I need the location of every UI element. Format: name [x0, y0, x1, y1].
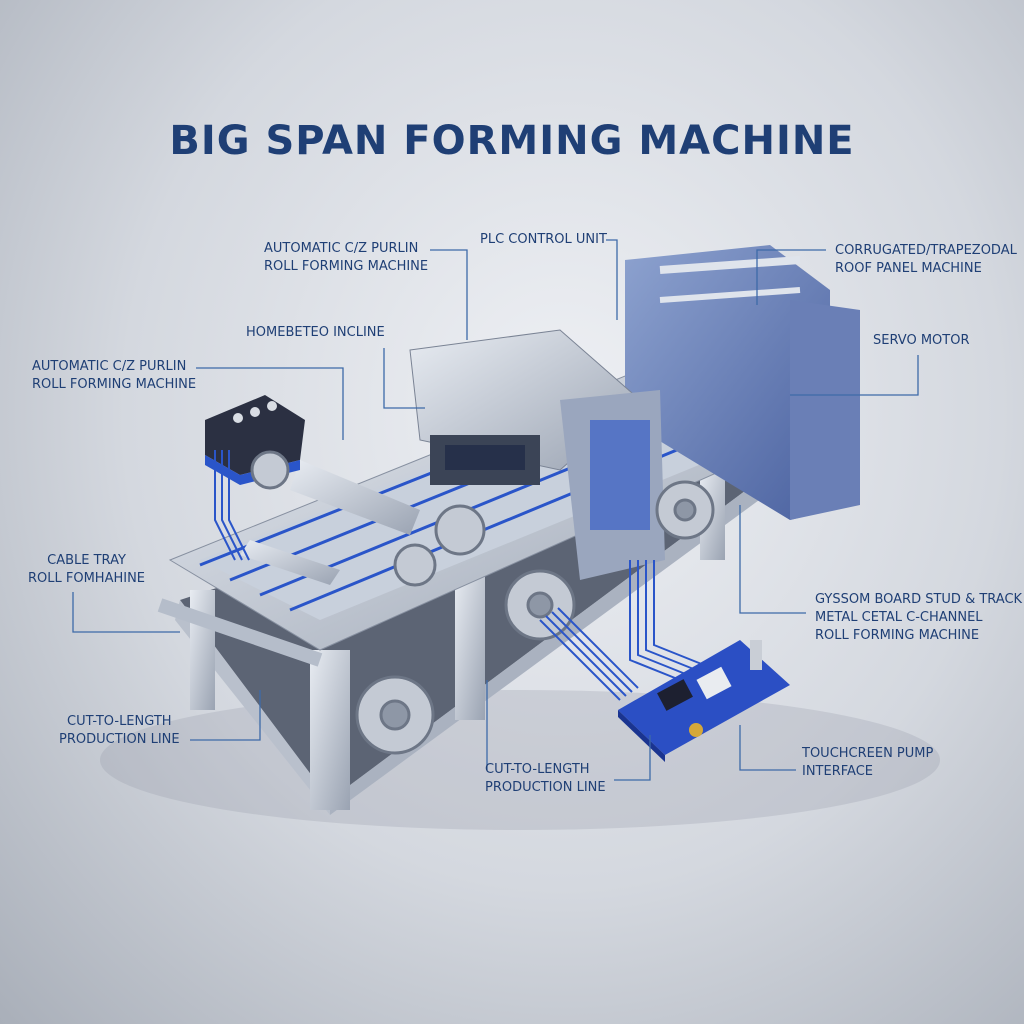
label-incline: HOMEBETEO INCLINE	[246, 325, 385, 340]
label-purlin-top: AUTOMATIC C/Z PURLIN ROLL FORMING MACHIN…	[264, 241, 429, 274]
label-cable-tray: CABLE TRAY ROLL FOMHAHINE	[28, 553, 146, 586]
label-purlin-left: AUTOMATIC C/Z PURLIN ROLL FORMING MACHIN…	[32, 359, 197, 392]
label-plc-control-unit: PLC CONTROL UNIT	[480, 232, 607, 247]
roof-panel-housing	[625, 245, 860, 520]
cable-bundle	[214, 450, 705, 701]
central-gantry	[409, 329, 665, 580]
feeder-arm	[157, 460, 420, 667]
label-corrugated-roof-panel: CORRUGATED/TRAPEZODAL ROOF PANEL MACHINE	[835, 243, 1017, 276]
leader-lines	[72, 239, 919, 781]
label-gypsum-board: GYSSOM BOARD STUD & TRACK METAL CETAL C-…	[815, 592, 1023, 643]
touchscreen-circuit-board	[618, 640, 790, 762]
label-cut-to-length-left: CUT-TO-LENGTH PRODUCTION LINE	[59, 714, 180, 747]
page-title: BIG SPAN FORMING MACHINE	[169, 118, 855, 164]
gear-icon	[250, 450, 715, 755]
label-cut-to-length-center: CUT-TO-LENGTH PRODUCTION LINE	[485, 762, 606, 795]
label-servo-motor: SERVO MOTOR	[873, 333, 970, 348]
label-touchscreen-interface: TOUCHCREEN PUMP INTERFACE	[802, 746, 934, 779]
